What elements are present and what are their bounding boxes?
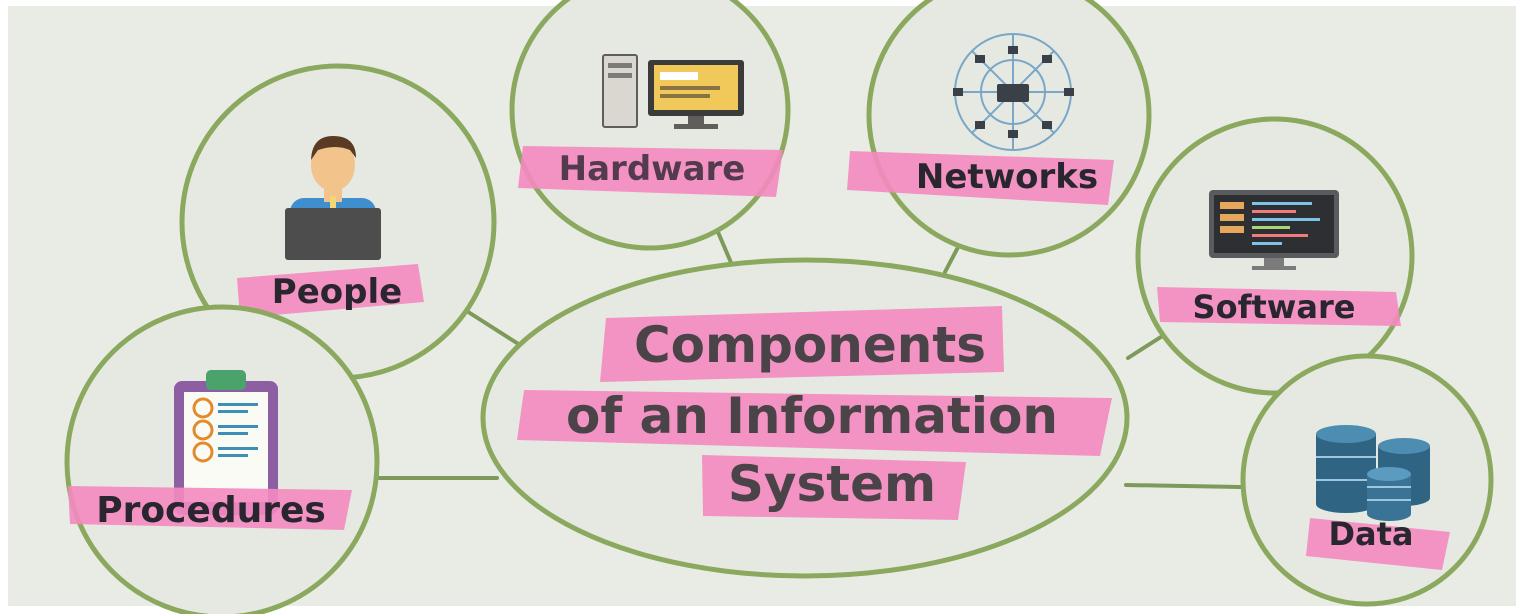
software-highlight: [1157, 287, 1401, 326]
desktop-computer-icon: [602, 54, 744, 129]
center-title-line-2: of an Information: [566, 387, 1058, 445]
networks-highlight: [847, 151, 1114, 205]
hardware-highlight: [518, 146, 783, 197]
software-label: Software: [1193, 288, 1356, 326]
node-procedures: Procedures: [64, 304, 380, 614]
people-highlight: [237, 264, 424, 318]
node-networks: Networks: [847, 0, 1152, 258]
data-highlight: [1306, 518, 1450, 570]
database-stack-icon: [1316, 425, 1430, 521]
node-software: Software: [1135, 116, 1415, 396]
center-highlight-2: [517, 390, 1112, 456]
data-label: Data: [1328, 515, 1413, 553]
networks-bubble: [866, 0, 1152, 258]
center-title-line-1: Components: [634, 316, 986, 374]
hardware-label: Hardware: [559, 149, 746, 189]
person-at-laptop-icon: [285, 136, 381, 260]
network-nodes: [953, 46, 1074, 138]
center-node: Components of an Information System: [480, 257, 1130, 579]
center-highlight-1: [600, 306, 1004, 382]
procedures-label: Procedures: [96, 490, 326, 531]
node-hardware: Hardware: [509, 0, 791, 251]
connector-people: [460, 306, 522, 347]
connector-data: [1124, 483, 1242, 489]
procedures-highlight: [68, 486, 352, 530]
clipboard-checklist-icon: [174, 370, 278, 515]
code-monitor-icon: [1209, 190, 1339, 270]
connectors: [374, 223, 1242, 489]
center-title-line-3: System: [728, 455, 936, 513]
center-highlight-3: [702, 455, 966, 520]
people-label: People: [272, 272, 402, 312]
networks-label: Networks: [916, 157, 1098, 197]
hardware-bubble: [509, 0, 791, 251]
node-data: Data: [1240, 353, 1494, 607]
